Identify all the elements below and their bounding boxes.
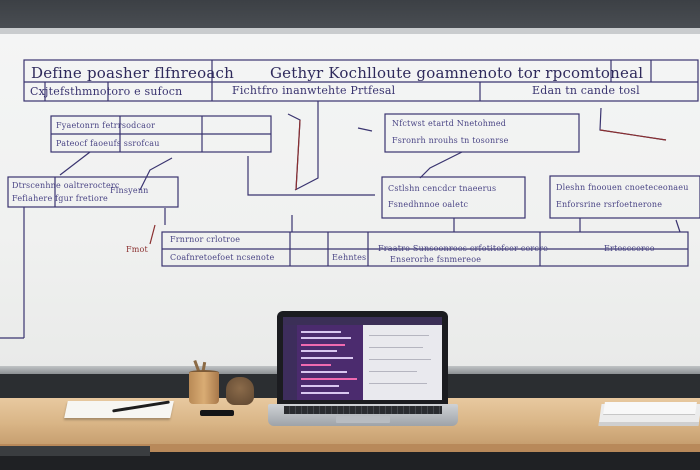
code-line xyxy=(301,337,351,339)
desk-shadow xyxy=(0,452,700,470)
wall-top xyxy=(0,0,700,30)
code-line xyxy=(301,371,347,373)
laptop-app-titlebar xyxy=(283,317,442,325)
preview-line xyxy=(369,347,423,348)
pencil-mug xyxy=(189,372,219,404)
row-3b-text: Enserorhe fsnmereoe xyxy=(390,255,482,264)
box-e-text: Dleshn fnoouen cnoeteceonaeu xyxy=(556,183,689,192)
preview-line xyxy=(369,371,417,372)
code-line xyxy=(301,378,357,380)
board-title-left: Define poasher flfnreoach xyxy=(31,64,234,82)
code-line xyxy=(301,331,341,333)
box-a-text: Fyaetonrn fetrrsodcaor xyxy=(56,121,156,130)
box-d-text-2: Fsnedhnnoe oaletc xyxy=(388,200,469,209)
laptop-preview-pane xyxy=(363,325,442,400)
box-d-text: Cstlshn cencdcr tnaeerus xyxy=(388,184,497,193)
code-line xyxy=(301,392,349,394)
desk-left-object xyxy=(0,446,150,456)
code-line xyxy=(301,357,353,359)
row-4-text: Ertesccerco xyxy=(604,244,655,253)
code-line xyxy=(301,344,345,346)
laptop-keyboard xyxy=(284,406,442,414)
code-line xyxy=(301,350,337,352)
box-b-text: Nfctwst etartd Nnetohmed xyxy=(392,119,507,128)
board-subtitle-right: Edan tn cande tosl xyxy=(532,84,640,97)
box-c-text: Dtrscenhne oaltrerocterc xyxy=(12,181,120,190)
preview-line xyxy=(369,359,431,360)
board-subtitle-mid: Fichtfro inanwtehte Prtfesal xyxy=(232,84,396,97)
box-c-text-2: Fefiahere fgur fretiore xyxy=(12,194,108,203)
phone xyxy=(200,410,234,416)
row-2-text: Eehntes xyxy=(332,253,367,262)
box-a-text-2: Pateocf faoeufs ssrofcau xyxy=(56,139,160,148)
left-note: Flnsyenn xyxy=(110,186,149,195)
row-1-text: Frnrnor crlotroe xyxy=(170,235,241,244)
header-table-border xyxy=(23,59,699,102)
open-book-pages xyxy=(603,402,697,415)
desk-edge xyxy=(0,444,700,452)
laptop-touchpad xyxy=(336,416,390,423)
code-line xyxy=(301,385,339,387)
box-e-text-2: Enforsrine rsrfoetnerone xyxy=(556,200,663,209)
preview-line xyxy=(369,383,427,384)
laptop-display xyxy=(283,317,442,400)
row-3-text: Fraatro Sunseonrees crfotitefcer cercre xyxy=(378,244,549,253)
row-1b-text: Coafnretoefoet ncsenote xyxy=(170,253,275,262)
laptop-app-sidebar xyxy=(283,325,297,400)
preview-line xyxy=(369,335,429,336)
side-note: Fmot xyxy=(126,245,148,254)
code-line xyxy=(301,364,331,366)
board-title-right: Gethyr Kochlloute goamnenoto tor rpcomto… xyxy=(270,64,644,82)
box-b-text-2: Fsronrh nrouhs tn tosonrse xyxy=(392,136,509,145)
plant-pot xyxy=(226,377,254,405)
board-subtitle-left: Cxjtefsthmnotoro e sufocn xyxy=(30,85,183,98)
